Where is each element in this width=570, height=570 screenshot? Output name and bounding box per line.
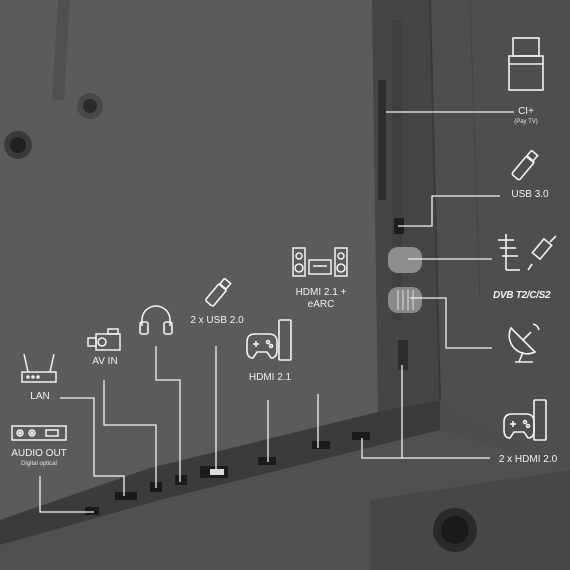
audio-out-sub-label: Digital optical [21, 461, 57, 467]
router-icon [21, 353, 57, 383]
dvb-label: DVB T2/C/S2 [493, 290, 551, 301]
antenna-icon [498, 234, 520, 271]
ci-sub-label: (Pay TV) [514, 119, 538, 125]
ci-card-icon [508, 37, 544, 91]
coax-cable-icon [527, 235, 557, 271]
satellite-dish-icon [508, 323, 540, 363]
speaker-system-icon [292, 247, 348, 277]
gamepad-icon-hdmi20 [503, 399, 547, 441]
avin-label: AV IN [92, 356, 118, 367]
usb-stick-icon [511, 150, 539, 181]
camcorder-icon [87, 328, 121, 351]
usb-stick-icon-2 [205, 278, 232, 307]
callout-lines [39, 111, 514, 513]
headphones-icon [139, 305, 173, 335]
hdmi20-label: 2 x HDMI 2.0 [498, 454, 558, 465]
hdmi-earc-label-1: HDMI 2.1 + [295, 287, 347, 298]
optical-audio-icon [11, 425, 67, 441]
ci-label: CI+ [518, 106, 534, 117]
hdmi-earc-label-2: eARC [307, 299, 335, 310]
gamepad-icon-hdmi21 [246, 319, 292, 361]
hdmi21-label: HDMI 2.1 [248, 372, 292, 383]
lan-label: LAN [30, 391, 50, 402]
audio-out-label: AUDIO OUT [11, 448, 67, 459]
usb20-label: 2 x USB 2.0 [190, 315, 244, 326]
usb30-label: USB 3.0 [511, 189, 549, 200]
